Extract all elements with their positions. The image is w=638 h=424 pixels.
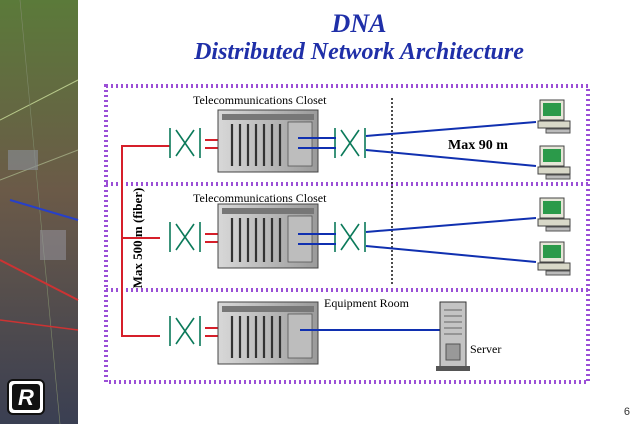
patch-panel-icon — [169, 316, 201, 346]
computer-icon — [537, 241, 571, 276]
patch-panel-icon — [334, 128, 366, 158]
background-strip — [0, 0, 79, 424]
server-icon — [436, 301, 470, 371]
copper-cabling — [298, 121, 537, 331]
patch-panel-icon — [334, 222, 366, 252]
server-label: Server — [470, 342, 502, 356]
slide-subtitle: Distributed Network Architecture — [194, 39, 524, 65]
computer-icon — [537, 99, 571, 134]
max-fiber-label: Max 500 m (fiber) — [130, 187, 145, 289]
r-logo: R — [7, 379, 45, 415]
equipment-room-label: Equipment Room — [324, 296, 409, 310]
closet-mid-label: Telecommunications Closet — [193, 191, 327, 205]
max-copper-label: Max 90 m — [448, 138, 508, 153]
rack-icon — [217, 203, 319, 269]
patch-panel-icon — [169, 128, 201, 158]
patch-panel-icon — [169, 222, 201, 252]
closet-top-label: Telecommunications Closet — [193, 93, 327, 107]
computer-icon — [537, 197, 571, 232]
computer-icon — [537, 145, 571, 180]
outer-zone-border — [104, 84, 590, 384]
page-number: 6 — [623, 406, 630, 418]
slide-title: DNA — [331, 9, 387, 38]
logo-letter: R — [18, 385, 34, 410]
rack-icon — [217, 109, 319, 173]
rack-icon — [217, 301, 319, 365]
